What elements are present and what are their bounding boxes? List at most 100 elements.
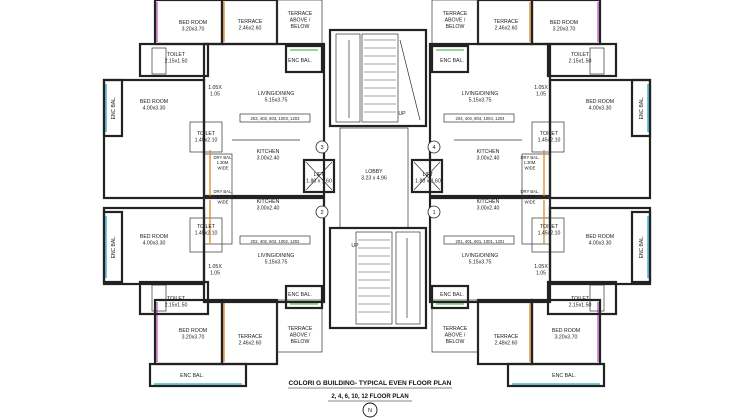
core bbox=[302, 28, 444, 330]
flat-marker-3: 3 bbox=[315, 140, 329, 154]
svg-text:203, 403, 603, 1003, 1203: 203, 403, 603, 1003, 1203 bbox=[251, 116, 301, 121]
svg-text:201, 401, 601, 1001, 1201: 201, 401, 601, 1001, 1201 bbox=[456, 239, 506, 244]
svg-text:ENC BAL.: ENC BAL. bbox=[552, 373, 576, 379]
flat-numbers-bottom-left: 202, 402, 602, 1002, 1202 bbox=[251, 239, 301, 244]
dry-bal-bottom-right: DRY BAL.1.30M.WIDE bbox=[521, 189, 540, 204]
flat-bottom-right bbox=[428, 196, 652, 388]
enc-bal-top-right: ENC BAL. bbox=[440, 58, 464, 64]
enc-bal-right-bottom: ENC BAL. bbox=[639, 236, 645, 259]
stair-up-top: UP bbox=[398, 111, 406, 117]
enc-bal-mid-bottom-right: ENC BAL. bbox=[440, 292, 464, 298]
dry-bal-bottom-left: DRY BAL.1.30M.WIDE bbox=[214, 189, 233, 204]
svg-text:ENC BAL.: ENC BAL. bbox=[288, 58, 312, 64]
svg-text:1: 1 bbox=[432, 210, 435, 216]
svg-text:DRY BAL.1.30M.WIDE: DRY BAL.1.30M.WIDE bbox=[214, 155, 233, 170]
flat-numbers-top-left: 203, 403, 603, 1003, 1203 bbox=[251, 116, 301, 121]
svg-text:204, 404, 804, 1004, 1204: 204, 404, 804, 1004, 1204 bbox=[456, 116, 506, 121]
svg-text:2: 2 bbox=[320, 210, 323, 216]
stair-treads-top bbox=[364, 39, 396, 113]
flat-marker-1: 1 bbox=[427, 205, 441, 219]
enc-bal-top-left: ENC BAL. bbox=[288, 58, 312, 64]
enc-bal-right-top: ENC BAL. bbox=[639, 97, 645, 120]
flat-numbers-bottom-right: 201, 401, 601, 1001, 1201 bbox=[456, 239, 506, 244]
svg-text:UP: UP bbox=[351, 243, 359, 249]
flat-bottom-left bbox=[102, 196, 326, 388]
svg-text:202, 402, 602, 1002, 1202: 202, 402, 602, 1002, 1202 bbox=[251, 239, 301, 244]
enc-bal-left-bottom: ENC BAL. bbox=[111, 236, 117, 259]
dry-bal-top-left: DRY BAL.1.30M.WIDE bbox=[214, 155, 233, 170]
svg-text:4: 4 bbox=[432, 145, 435, 151]
svg-text:DRY BAL.1.30M.WIDE: DRY BAL.1.30M.WIDE bbox=[521, 155, 540, 170]
plan-subtitle: 2, 4, 6, 10, 12 FLOOR PLAN bbox=[331, 394, 408, 400]
svg-text:ENC BAL.: ENC BAL. bbox=[440, 292, 464, 298]
north-arrow-icon: N bbox=[362, 402, 378, 418]
flat-numbers-top-right: 204, 404, 804, 1004, 1204 bbox=[456, 116, 506, 121]
svg-text:UP: UP bbox=[398, 111, 406, 117]
plan-title: COLORI G BUILDING- TYPICAL EVEN FLOOR PL… bbox=[289, 380, 452, 387]
svg-text:3: 3 bbox=[320, 145, 323, 151]
flat-marker-2: 2 bbox=[315, 205, 329, 219]
svg-text:ENC BAL.: ENC BAL. bbox=[440, 58, 464, 64]
svg-text:DRY BAL.1.30M.WIDE: DRY BAL.1.30M.WIDE bbox=[521, 189, 540, 204]
flat-top-right bbox=[428, 0, 652, 200]
